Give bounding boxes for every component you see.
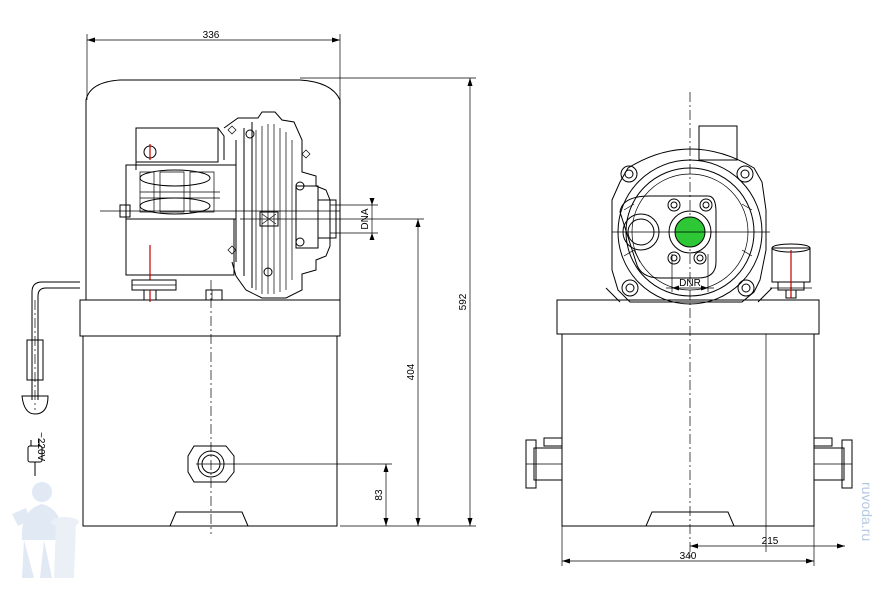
plug-label: ~220V [35, 432, 46, 462]
side-nozzle-left [525, 437, 563, 489]
inlet-nozzle [187, 445, 392, 483]
tank-body [79, 299, 341, 527]
power-plug-icon: ~220V [27, 432, 46, 476]
pump-head [205, 111, 340, 301]
ports [612, 195, 770, 279]
dim-height-83: 83 [374, 464, 389, 526]
dim-label-83: 83 [374, 489, 385, 501]
dim-label-404: 404 [406, 363, 417, 380]
motor [100, 127, 340, 302]
dim-label-215: 215 [762, 536, 779, 547]
watermark-text: ruvoda.ru [859, 482, 875, 541]
dim-label-340: 340 [680, 551, 697, 562]
pump-cover [85, 79, 341, 300]
tank-front [556, 299, 820, 527]
side-view: 336 [21, 30, 476, 534]
side-nozzle-right [813, 437, 853, 489]
front-view: DNR [525, 92, 853, 566]
connector-box [770, 243, 812, 299]
dim-label-dnr: DNR [679, 278, 701, 289]
dim-dnr: DNR [666, 254, 714, 292]
power-cable [21, 281, 80, 415]
dim-label-592: 592 [458, 293, 469, 310]
plumber-mascot-icon [12, 482, 79, 578]
dim-height-592: 592 [300, 77, 476, 527]
dim-height-404: 404 [340, 218, 424, 526]
dim-label-336: 336 [203, 30, 220, 41]
dim-215: 215 [690, 526, 845, 552]
dim-340: 340 [561, 526, 815, 566]
